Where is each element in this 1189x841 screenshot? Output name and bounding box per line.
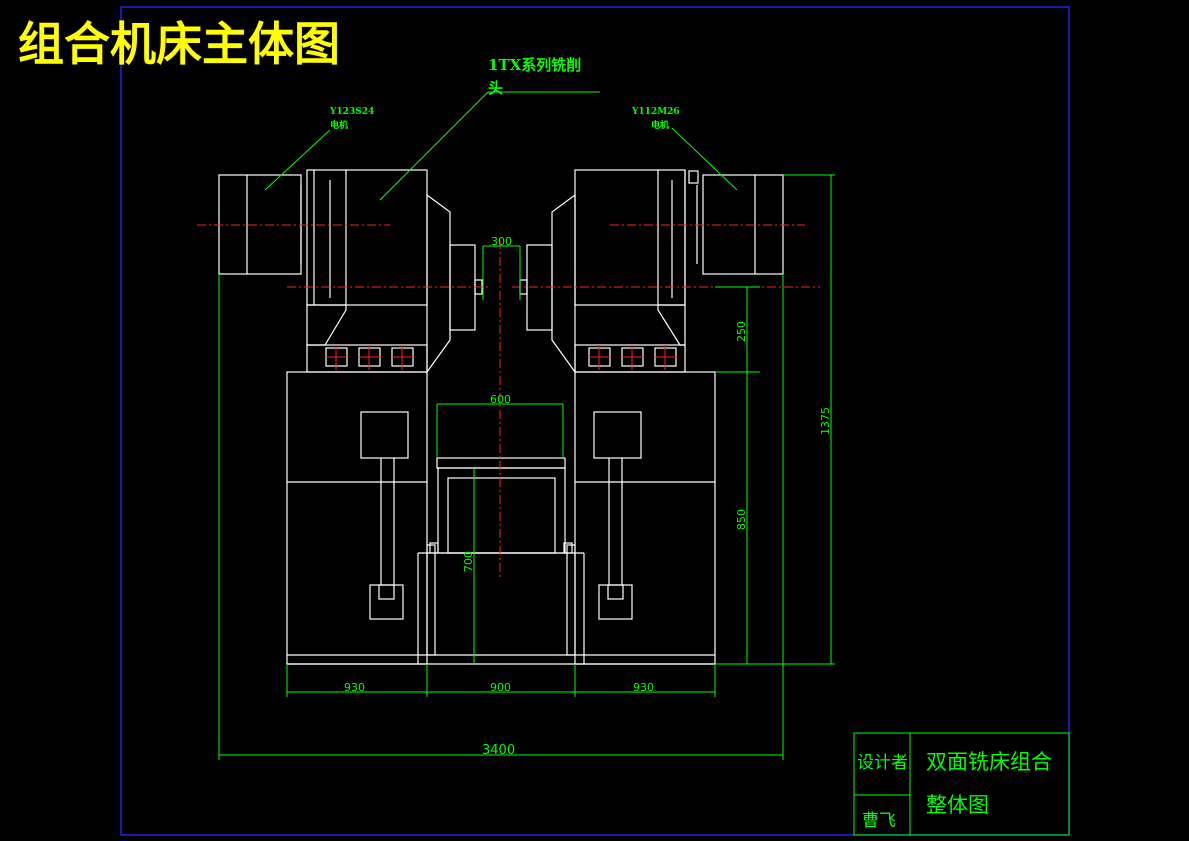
- svg-text:250: 250: [735, 321, 748, 342]
- dimension-bottom-row: 930 900 930: [286, 664, 716, 697]
- dimension-850: 850: [715, 372, 835, 665]
- designer-label: 设计者: [857, 753, 908, 773]
- drawing-name-line1: 双面铣床组合: [926, 750, 1052, 774]
- center-fixture: [287, 457, 715, 665]
- dim-930-right: 930: [633, 681, 654, 694]
- svg-text:3400: 3400: [482, 743, 515, 758]
- dimension-1375: 1375: [783, 174, 835, 664]
- left-milling-head: [306, 169, 483, 374]
- dimension-3400: 3400: [218, 274, 784, 760]
- center-lines: [197, 224, 820, 580]
- dimension-700: 700: [462, 468, 475, 664]
- svg-text:700: 700: [462, 551, 475, 572]
- right-motor: [688, 170, 784, 275]
- drawing-border: [120, 6, 1070, 836]
- dimension-300: 300: [482, 235, 521, 300]
- title-block: 设计者 曹飞 双面铣床组合 整体图: [853, 732, 1070, 836]
- svg-text:1TX系列铣削: 1TX系列铣削: [488, 56, 581, 74]
- dim-930-left: 930: [344, 681, 365, 694]
- svg-text:电机: 电机: [330, 119, 348, 131]
- left-motor-callout: Y123S24 电机: [264, 107, 374, 191]
- svg-text:300: 300: [491, 235, 512, 248]
- drawing-title: 组合机床主体图: [18, 17, 340, 71]
- svg-text:Y123S24: Y123S24: [329, 107, 374, 117]
- svg-text:电机: 电机: [651, 119, 669, 131]
- right-milling-head: [519, 169, 686, 374]
- dimension-250: 250: [715, 286, 760, 373]
- right-base: [563, 371, 716, 665]
- svg-text:头: 头: [488, 79, 503, 97]
- dimension-600: 600: [436, 393, 564, 458]
- designer-name: 曹飞: [862, 811, 896, 831]
- right-control-panel: [574, 344, 686, 373]
- dim-900: 900: [490, 681, 511, 694]
- svg-text:Y112M26: Y112M26: [631, 107, 680, 117]
- milling-head-callout: 1TX系列铣削 头: [379, 56, 600, 201]
- right-motor-callout: Y112M26 电机: [631, 107, 738, 191]
- svg-text:600: 600: [490, 393, 511, 406]
- left-base: [286, 371, 439, 665]
- svg-text:850: 850: [735, 509, 748, 530]
- left-control-panel: [306, 344, 428, 373]
- drawing-name-line2: 整体图: [926, 793, 989, 817]
- svg-text:1375: 1375: [819, 407, 832, 435]
